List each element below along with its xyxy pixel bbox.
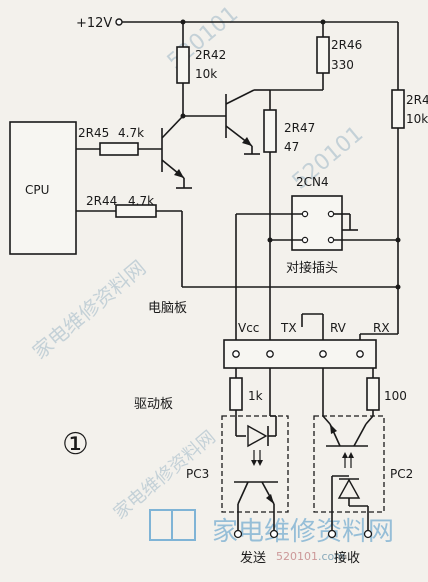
watermark-logo-num: 520101: [276, 550, 318, 563]
label-2r4x: 2R4: [406, 93, 428, 107]
connector-2cn4: [291, 195, 343, 251]
terminal: [363, 529, 373, 539]
watermark-text-1: 家电维修资料网: [28, 255, 151, 363]
label-2r47: 2R47: [284, 121, 315, 135]
cpu-label: CPU: [25, 183, 49, 197]
label-2r46: 2R46: [331, 38, 362, 52]
resistor-1k: [229, 377, 243, 411]
pc3-label: PC3: [186, 467, 209, 481]
terminal: [327, 529, 337, 539]
pin-label-vcc: Vcc: [238, 321, 259, 335]
resistor-2r47: [263, 109, 277, 153]
supply-label: +12V: [76, 16, 112, 31]
emitter-arrow: [174, 169, 184, 178]
connector-pin: [327, 236, 335, 244]
value-2r4x: 10k: [406, 112, 428, 126]
value-2r45: 4.7k: [118, 126, 144, 140]
strip-pin-rv: [319, 350, 327, 358]
figure-marker: ①: [62, 427, 89, 462]
strip-pin-rx: [356, 350, 364, 358]
value-1k: 1k: [248, 389, 263, 403]
watermark-logo-domain: .com: [318, 550, 345, 563]
terminal: [269, 529, 279, 539]
pc2-label: PC2: [390, 467, 413, 481]
wire: [322, 415, 331, 425]
pc-board-label: 电脑板: [148, 301, 187, 316]
pin-label-tx: TX: [280, 321, 297, 335]
watermark-logo-text: 家电维修资料网: [212, 517, 394, 547]
resistor-2r45: [99, 142, 139, 156]
resistor-2r46: [316, 36, 330, 74]
phototransistor-collector: [353, 423, 367, 447]
label-2r45: 2R45: [78, 126, 109, 140]
value-2r44: 4.7k: [128, 194, 154, 208]
supply-terminal: [115, 18, 123, 26]
resistor-2r4x: [391, 89, 405, 129]
wire: [365, 415, 374, 425]
label-2r44: 2R44: [86, 194, 117, 208]
interface-connector: [223, 339, 377, 369]
junction-dot: [180, 113, 186, 119]
receive-label: 接收: [334, 550, 360, 566]
strip-pin-tx: [266, 350, 274, 358]
emitter-arrow: [242, 137, 252, 146]
connector-label: 2CN4: [296, 175, 329, 189]
resistor-100: [366, 377, 380, 411]
led-icon: [337, 478, 361, 499]
value-2r46: 330: [331, 58, 354, 72]
optocoupler-pc2: [313, 415, 385, 513]
connector-pin: [327, 210, 335, 218]
emitter-arrow: [330, 424, 337, 434]
pin-label-rx: RX: [373, 321, 390, 335]
transistor-1-collector: [161, 115, 184, 139]
pin-label-rv: RV: [330, 321, 347, 335]
optocoupler-pc3: [221, 415, 289, 513]
connector-caption: 对接插头: [286, 260, 338, 276]
value-2r47: 47: [284, 140, 299, 154]
watermark-logo: 家电维修资料网 520101 .com: [149, 509, 394, 563]
emitter-arrow: [266, 494, 274, 504]
phototransistor-collector: [237, 481, 249, 505]
value-2r42: 10k: [195, 67, 217, 81]
transistor-2-collector: [225, 89, 255, 105]
driver-board-label: 驱动板: [134, 397, 173, 412]
value-100: 100: [384, 389, 407, 403]
led-icon: [247, 424, 268, 448]
connector-pin: [301, 210, 309, 218]
resistor-2r42: [176, 46, 190, 84]
label-2r42: 2R42: [195, 48, 226, 62]
connector-pin: [301, 236, 309, 244]
terminal: [233, 529, 243, 539]
watermark-text-2: 520101: [163, 1, 243, 74]
send-label: 发送: [240, 550, 266, 566]
strip-pin-vcc: [232, 350, 240, 358]
cpu-block: [9, 121, 77, 255]
